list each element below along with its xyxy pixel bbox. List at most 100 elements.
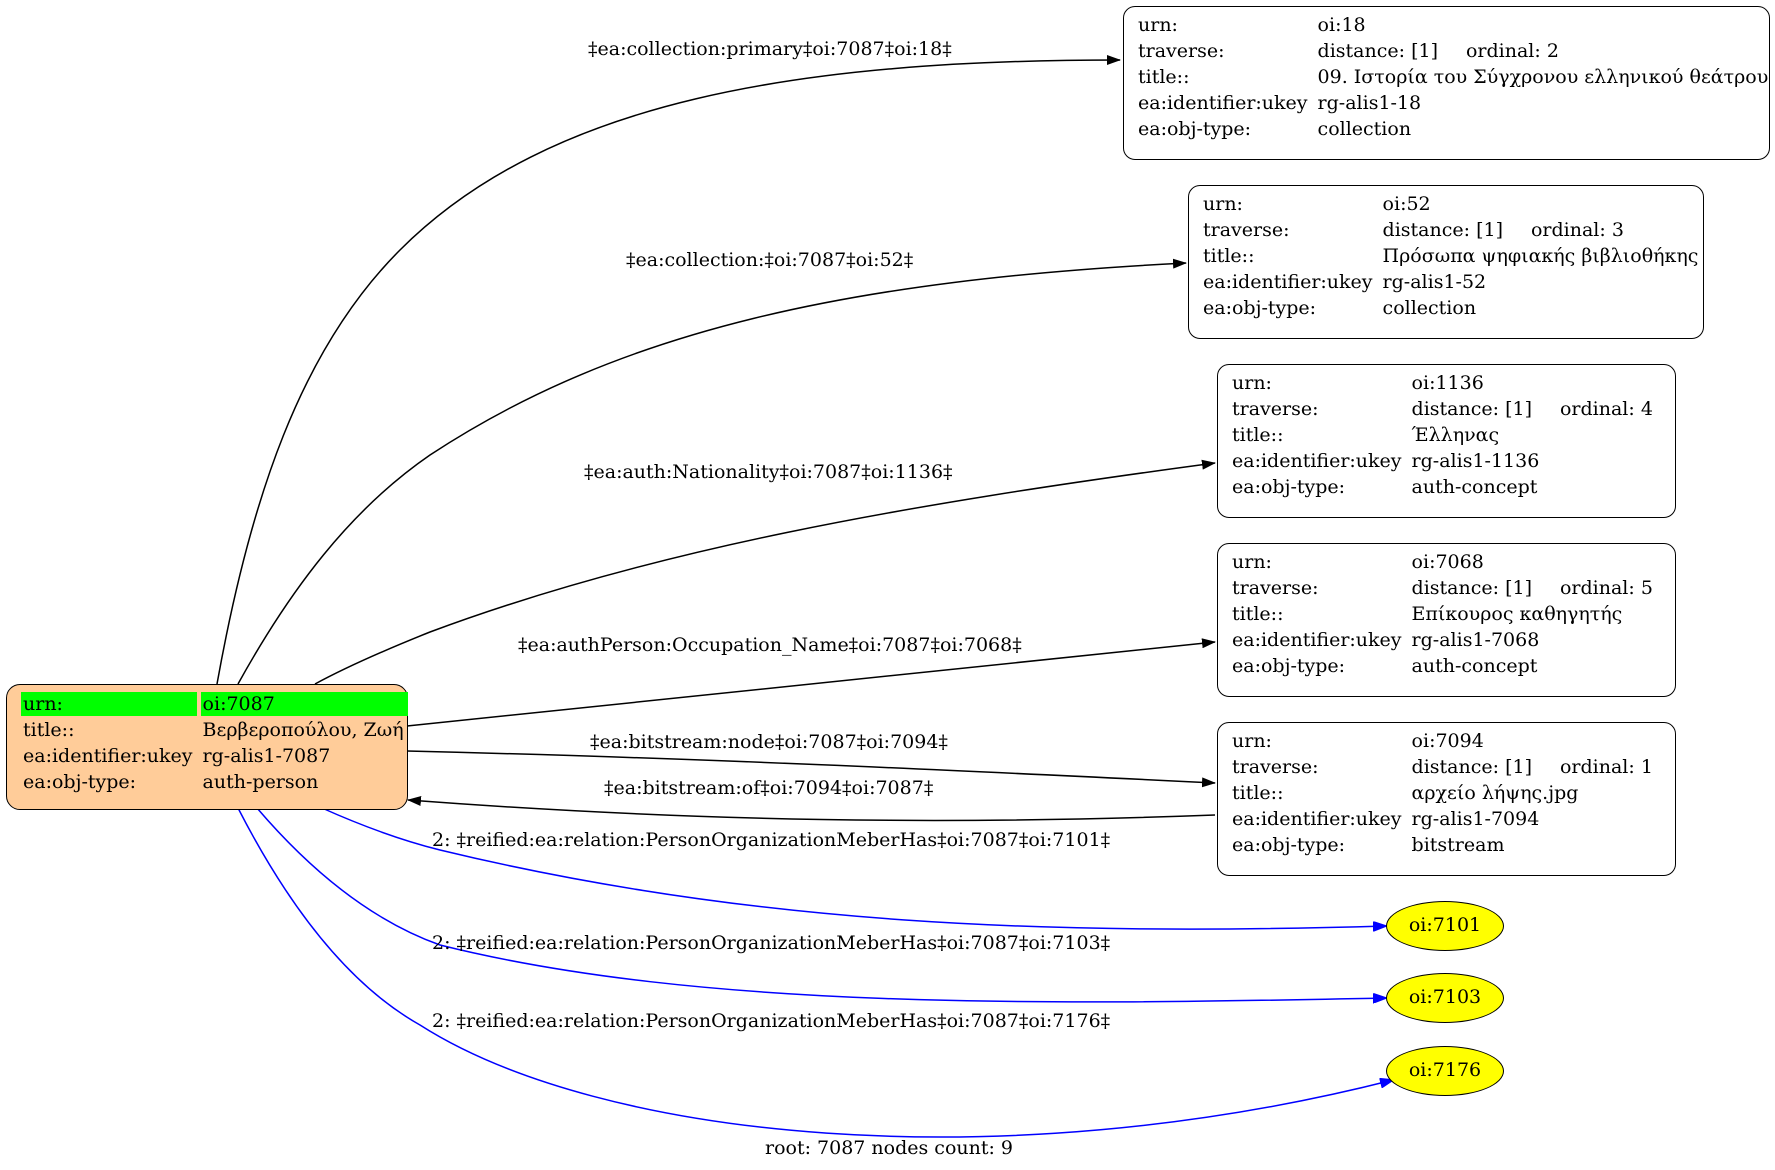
edge-reified-7176 — [237, 807, 1393, 1138]
node-ukey-value: rg-alis1-1136 — [1411, 450, 1540, 472]
node-traverse-value: distance: [1] ordinal: 1 — [1410, 755, 1657, 779]
ellipse-node-oi-7101[interactable]: oi:7101 — [1386, 901, 1504, 951]
node-urn-value: oi:52 — [1382, 193, 1431, 215]
node-oi-52[interactable]: urn: oi:52 traverse: distance: [1] ordinal:… — [1188, 185, 1704, 339]
node-title-key: title:: — [1232, 782, 1284, 804]
node-title-value: 09. Ιστορία του Σύγχρονου ελληνικού θεάτ… — [1317, 66, 1769, 88]
node-urn-key: urn: — [1138, 14, 1178, 36]
node-type-key: ea:obj-type: — [1138, 118, 1252, 140]
node-ukey-value: rg-alis1-7068 — [1411, 629, 1540, 651]
node-ukey-key: ea:identifier:ukey — [1232, 808, 1402, 830]
edge-label-nationality: ‡ea:auth:Nationality‡oi:7087‡oi:1136‡ — [584, 461, 953, 483]
node-title-value: Επίκουρος καθηγητής — [1411, 603, 1623, 625]
node-title-key: title:: — [1203, 245, 1255, 267]
node-ukey-key: ea:identifier:ukey — [1138, 92, 1308, 114]
edge-label-collection-primary: ‡ea:collection:primary‡oi:7087‡oi:18‡ — [588, 38, 952, 60]
edge-label-collection: ‡ea:collection:‡oi:7087‡oi:52‡ — [626, 249, 914, 271]
root-type-value: auth-person — [202, 771, 319, 793]
root-urn-row: urn: oi:7087 — [21, 692, 408, 716]
graph-footer: root: 7087 nodes count: 9 — [765, 1137, 1014, 1159]
node-type-value: collection — [1317, 118, 1412, 140]
edge-label-occupation: ‡ea:authPerson:Occupation_Name‡oi:7087‡o… — [518, 634, 1022, 656]
node-type-value: auth-concept — [1411, 655, 1538, 677]
root-urn-key: urn: — [21, 692, 197, 716]
node-distance: distance: [1] — [1382, 219, 1503, 241]
node-urn-value: oi:7068 — [1411, 551, 1484, 573]
node-ordinal: ordinal: 4 — [1559, 398, 1653, 420]
root-type-key: ea:obj-type: — [23, 771, 137, 793]
root-ukey-row: ea:identifier:ukey rg-alis1-7087 — [21, 744, 408, 768]
node-traverse-value: distance: [1] ordinal: 3 — [1381, 218, 1703, 242]
node-ukey-value: rg-alis1-52 — [1382, 271, 1487, 293]
node-ukey-key: ea:identifier:ukey — [1232, 629, 1402, 651]
node-ordinal: ordinal: 5 — [1559, 577, 1653, 599]
node-traverse-value: distance: [1] ordinal: 4 — [1410, 397, 1657, 421]
node-traverse-key: traverse: — [1138, 40, 1225, 62]
node-distance: distance: [1] — [1411, 577, 1532, 599]
node-title-key: title:: — [1232, 603, 1284, 625]
node-traverse-key: traverse: — [1232, 577, 1319, 599]
node-urn-key: urn: — [1203, 193, 1243, 215]
node-urn-value: oi:7094 — [1411, 730, 1484, 752]
root-urn-value: oi:7087 — [200, 692, 408, 716]
edge-bitstream-node — [406, 750, 1216, 788]
node-type-value: auth-concept — [1411, 476, 1538, 498]
node-oi-7068[interactable]: urn: oi:7068 traverse: distance: [1] ordina… — [1217, 543, 1676, 697]
node-traverse-value: distance: [1] ordinal: 2 — [1316, 39, 1773, 63]
node-urn-key: urn: — [1232, 551, 1272, 573]
node-title-key: title:: — [1138, 66, 1190, 88]
node-distance: distance: [1] — [1317, 40, 1438, 62]
node-traverse-key: traverse: — [1232, 756, 1319, 778]
root-node[interactable]: urn: oi:7087 title:: Βερβεροπούλου, Ζωή … — [6, 684, 408, 810]
node-urn-value: oi:1136 — [1411, 372, 1484, 394]
node-urn-value: oi:18 — [1317, 14, 1366, 36]
node-urn-key: urn: — [1232, 372, 1272, 394]
edge-nationality — [314, 459, 1216, 685]
node-title-value: Πρόσωπα ψηφιακής βιβλιοθήκης — [1382, 245, 1699, 267]
node-ukey-key: ea:identifier:ukey — [1203, 271, 1373, 293]
node-oi-7094[interactable]: urn: oi:7094 traverse: distance: [1] ordina… — [1217, 722, 1676, 876]
node-traverse-value: distance: [1] ordinal: 5 — [1410, 576, 1657, 600]
node-type-value: bitstream — [1411, 834, 1505, 856]
node-ukey-value: rg-alis1-7094 — [1411, 808, 1540, 830]
node-type-key: ea:obj-type: — [1203, 297, 1317, 319]
root-ukey-key: ea:identifier:ukey — [23, 745, 193, 767]
node-distance: distance: [1] — [1411, 756, 1532, 778]
edge-bitstream-of — [407, 795, 1216, 822]
ellipse-node-oi-7103[interactable]: oi:7103 — [1386, 973, 1504, 1023]
node-title-value: Έλληνας — [1411, 424, 1500, 446]
node-title-value: αρχείο λήψης.jpg — [1411, 782, 1579, 804]
root-ukey-value: rg-alis1-7087 — [202, 745, 331, 767]
node-ordinal: ordinal: 2 — [1465, 40, 1559, 62]
node-type-key: ea:obj-type: — [1232, 655, 1346, 677]
edge-label-reified-7176: 2: ‡reified:ea:relation:PersonOrganizati… — [432, 1010, 1111, 1032]
edge-reified-7101 — [321, 807, 1386, 929]
edge-label-bitstream-node: ‡ea:bitstream:node‡oi:7087‡oi:7094‡ — [590, 731, 948, 753]
edge-reified-7103 — [256, 807, 1386, 1002]
node-ukey-value: rg-alis1-18 — [1317, 92, 1422, 114]
root-title-key: title:: — [23, 719, 75, 741]
edge-collection-primary — [216, 55, 1121, 685]
root-title-value: Βερβεροπούλου, Ζωή — [202, 719, 404, 741]
node-ordinal: ordinal: 3 — [1530, 219, 1624, 241]
edge-label-reified-7103: 2: ‡reified:ea:relation:PersonOrganizati… — [432, 932, 1111, 954]
node-urn-key: urn: — [1232, 730, 1272, 752]
root-type-row: ea:obj-type: auth-person — [21, 770, 408, 794]
node-oi-18[interactable]: urn: oi:18 traverse: distance: [1] ordinal:… — [1123, 6, 1770, 160]
node-distance: distance: [1] — [1411, 398, 1532, 420]
node-title-key: title:: — [1232, 424, 1284, 446]
node-type-key: ea:obj-type: — [1232, 834, 1346, 856]
node-type-value: collection — [1382, 297, 1477, 319]
node-ordinal: ordinal: 1 — [1559, 756, 1653, 778]
edge-collection — [237, 258, 1187, 685]
node-traverse-key: traverse: — [1232, 398, 1319, 420]
ellipse-node-oi-7176[interactable]: oi:7176 — [1386, 1046, 1504, 1096]
edge-label-reified-7101: 2: ‡reified:ea:relation:PersonOrganizati… — [432, 829, 1111, 851]
node-ukey-key: ea:identifier:ukey — [1232, 450, 1402, 472]
node-oi-1136[interactable]: urn: oi:1136 traverse: distance: [1] ordina… — [1217, 364, 1676, 518]
node-type-key: ea:obj-type: — [1232, 476, 1346, 498]
edge-label-bitstream-of: ‡ea:bitstream:of‡oi:7094‡oi:7087‡ — [604, 777, 934, 799]
node-traverse-key: traverse: — [1203, 219, 1290, 241]
root-title-row: title:: Βερβεροπούλου, Ζωή — [21, 718, 408, 742]
